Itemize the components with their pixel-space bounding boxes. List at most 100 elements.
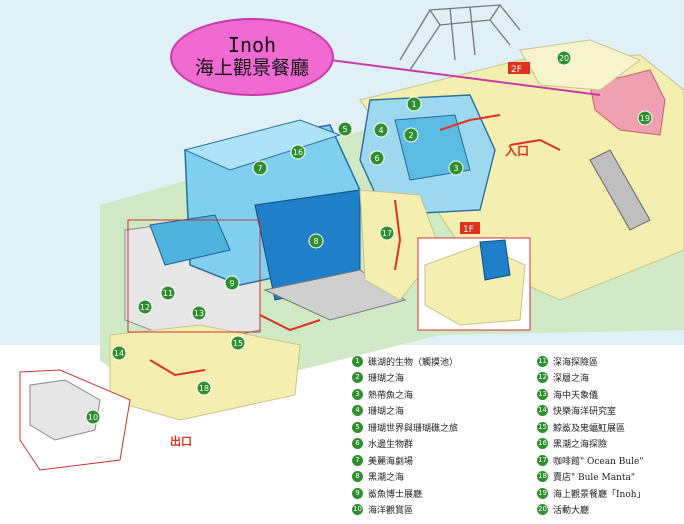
map-marker-20	[556, 50, 572, 66]
legend-label: 珊瑚之海	[368, 407, 405, 417]
legend-number-badge: 19	[537, 487, 548, 499]
legend-number-badge: 1	[352, 355, 363, 367]
floor-2f-sign: 2F	[508, 62, 530, 75]
legend-label: 鯨鯊及鬼蝠魟展區	[553, 423, 626, 434]
legend-number-badge: 2	[352, 372, 363, 383]
restaurant-callout: Inoh 海上觀景餐廳	[170, 18, 334, 96]
inset-frame	[127, 219, 261, 333]
inset-room	[29, 379, 101, 441]
legend-label: 鯊魚博士展廳	[368, 489, 423, 500]
map-marker-4	[373, 122, 389, 138]
svg-text:出口: 出口	[170, 434, 192, 448]
legend-item-1: 1 礁湖的生物（觸摸池）	[352, 352, 458, 370]
svg-text:2F: 2F	[511, 65, 522, 75]
map-marker-15	[230, 335, 246, 351]
legend-item-16: 16 黑潮之海探險	[537, 435, 607, 453]
legend-number-badge: 4	[352, 405, 363, 416]
svg-text:1F: 1F	[463, 225, 474, 235]
escalator	[589, 149, 651, 231]
legend-number-badge: 11	[537, 355, 548, 367]
legend-number-badge: 5	[352, 421, 363, 433]
stair-structure	[399, 4, 521, 71]
legend-label: 黑潮之海探險	[553, 440, 608, 450]
legend-label: 海上觀景餐廳「Inoh」	[553, 489, 646, 500]
legend-number-badge: 8	[352, 471, 363, 482]
legend-number-badge: 20	[537, 504, 548, 515]
legend-number-badge: 15	[537, 421, 548, 433]
deep-sea-tank	[149, 214, 231, 266]
map-marker-3	[448, 160, 464, 176]
map-marker-14	[111, 345, 127, 361]
map-marker-label-18: 18	[199, 384, 209, 393]
legend-number-badge: 18	[537, 471, 548, 482]
legend-item-19: 19 海上觀景餐廳「Inoh」	[537, 484, 646, 502]
map-marker-label-3: 3	[453, 164, 458, 173]
floor-1f-sign: 1F	[460, 222, 480, 235]
map-marker-9	[224, 275, 240, 291]
legend-label: 黑潮之海	[368, 473, 405, 483]
legend-number-badge: 7	[352, 454, 363, 466]
lower-floor	[109, 324, 301, 421]
map-marker-6	[369, 150, 385, 166]
map-marker-label-9: 9	[229, 279, 234, 288]
legend-label: 咖啡館" Ocean Bule"	[553, 456, 644, 467]
map-marker-label-11: 11	[163, 289, 173, 298]
map-marker-16	[290, 144, 306, 160]
svg-text:入口: 入口	[505, 144, 529, 158]
map-marker-label-6: 6	[374, 154, 379, 163]
legend-number-badge: 16	[537, 438, 548, 449]
inset-tank	[479, 239, 511, 281]
map-marker-label-5: 5	[342, 125, 347, 134]
map-marker-label-2: 2	[408, 131, 413, 140]
legend-label: 礁湖的生物（觸摸池）	[368, 357, 459, 368]
map-marker-7	[252, 160, 268, 176]
callout-subtitle: 海上觀景餐廳	[194, 57, 309, 79]
legend-number-badge: 13	[537, 388, 548, 400]
floor-2f-badge	[508, 62, 530, 74]
legend-number-badge: 17	[537, 454, 548, 466]
map-marker-label-14: 14	[114, 349, 124, 358]
legend-item-6: 6 水邊生物群	[352, 435, 413, 453]
map-marker-label-15: 15	[233, 339, 243, 348]
legend-item-4: 4 珊瑚之海	[352, 402, 404, 420]
map-marker-5	[337, 121, 353, 137]
legend-label: 海中天象儀	[553, 390, 599, 401]
legend-label: 活動大廳	[553, 506, 590, 516]
legend-label: 賣店" Bule Manta"	[553, 473, 635, 483]
floor-1f-badge	[460, 222, 480, 234]
legend-number-badge: 3	[352, 388, 363, 400]
map-marker-label-1: 1	[411, 100, 416, 109]
legend-number-badge: 12	[537, 372, 548, 383]
map-marker-label-13: 13	[194, 309, 204, 318]
tank-top	[183, 119, 342, 171]
map-marker-19	[637, 110, 653, 126]
legend-number-badge: 6	[352, 438, 363, 449]
legend-label: 珊瑚之海	[368, 374, 405, 384]
map-marker-label-19: 19	[640, 114, 650, 123]
map-marker-label-20: 20	[559, 54, 569, 63]
map-marker-8	[308, 233, 324, 249]
callout-title: Inoh	[227, 33, 277, 57]
map-marker-label-7: 7	[257, 164, 262, 173]
legend-label: 水邊生物群	[368, 440, 414, 450]
map-marker-13	[191, 305, 207, 321]
map-marker-label-10: 10	[88, 413, 98, 422]
legend-label: 熱帶魚之海	[368, 390, 414, 401]
exit-sign: 出口	[170, 434, 192, 448]
map-marker-12	[137, 299, 153, 315]
route-arrows	[149, 114, 561, 377]
legend-item-15: 15 鯨鯊及鬼蝠魟展區	[537, 418, 625, 436]
legend-label: 深海探險區	[553, 357, 599, 368]
map-marker-2	[403, 127, 419, 143]
legend-item-3: 3 熱帶魚之海	[352, 385, 413, 403]
legend-number-badge: 14	[537, 405, 548, 416]
legend-item-20: 20 活動大廳	[537, 501, 589, 519]
legend-item-11: 11 深海探險區	[537, 352, 598, 370]
